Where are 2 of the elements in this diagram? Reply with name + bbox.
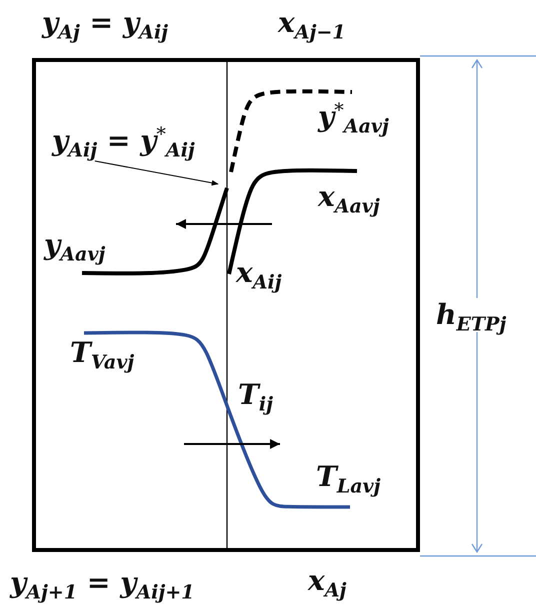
stage-box [32,58,420,552]
leader-line [94,160,219,186]
